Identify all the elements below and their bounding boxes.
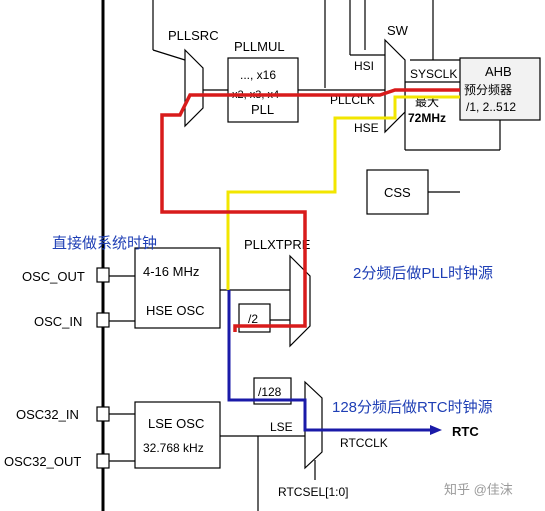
red-pll-path bbox=[160, 88, 460, 332]
ahb-prescaler-block bbox=[459, 57, 541, 121]
osc-out-label: OSC_OUT bbox=[22, 269, 85, 284]
ahb-label-line3: /1, 2..512 bbox=[466, 100, 516, 114]
lse-osc-line1: LSE OSC bbox=[148, 416, 204, 431]
hse-input-label: HSE bbox=[354, 121, 379, 135]
rtc-mux bbox=[304, 380, 323, 470]
hse-osc-block bbox=[134, 247, 221, 329]
hsi-label: HSI bbox=[354, 59, 374, 73]
pllmul-label: PLLMUL bbox=[234, 39, 285, 54]
osc-in-label: OSC_IN bbox=[34, 314, 82, 329]
pllxtpre-label: PLLXTPRE bbox=[244, 237, 311, 252]
annotation-div2-pll: 2分频后做PLL时钟源 bbox=[353, 265, 493, 282]
annotation-direct-clock: 直接做系统时钟 bbox=[52, 235, 157, 252]
osc32-out-label: OSC32_OUT bbox=[4, 454, 81, 469]
pllsrc-label: PLLSRC bbox=[168, 28, 219, 43]
sysclk-label: SYSCLK bbox=[410, 67, 457, 81]
lse-osc-line2: 32.768 kHz bbox=[143, 441, 204, 455]
lse-osc-block bbox=[134, 401, 221, 469]
sw-mux bbox=[384, 38, 406, 134]
annotation-div128-rtc: 128分频后做RTC时钟源 bbox=[332, 399, 493, 416]
ahb-label-line1: AHB bbox=[485, 64, 512, 79]
blue-rtc-path bbox=[227, 290, 430, 432]
rtcsel-label: RTCSEL[1:0] bbox=[278, 485, 348, 499]
rtc-output-label: RTC bbox=[452, 424, 479, 439]
css-label: CSS bbox=[384, 185, 411, 200]
osc32-in-label: OSC32_IN bbox=[16, 407, 79, 422]
osc32-in-pin bbox=[96, 406, 110, 422]
sw-label: SW bbox=[387, 23, 409, 38]
css-block bbox=[366, 169, 429, 215]
div128-label: /128 bbox=[258, 385, 282, 399]
lse-label: LSE bbox=[270, 420, 293, 434]
hse-osc-line1: 4-16 MHz bbox=[143, 264, 199, 279]
black-wiring bbox=[108, 0, 501, 511]
hse-osc-line2: HSE OSC bbox=[146, 303, 205, 318]
pll-multiplier-line1: ..., x16 bbox=[240, 68, 276, 82]
rtc-arrowhead bbox=[430, 425, 442, 435]
osc-out-pin bbox=[96, 267, 110, 283]
yellow-hse-path bbox=[226, 95, 460, 290]
watermark: 知乎 @佳沫 bbox=[444, 482, 513, 497]
pllsrc-mux bbox=[184, 48, 204, 128]
pllxtpre-mux bbox=[289, 254, 311, 348]
ahb-label-line2: 预分频器 bbox=[464, 83, 512, 97]
osc32-out-pin bbox=[96, 453, 110, 469]
pll-block bbox=[227, 57, 299, 123]
div2-label: /2 bbox=[248, 312, 258, 326]
pll-label: PLL bbox=[251, 102, 274, 117]
rtcclk-label: RTCCLK bbox=[340, 436, 388, 450]
osc-in-pin bbox=[96, 312, 110, 328]
max-freq-line2: 72MHz bbox=[408, 111, 446, 125]
